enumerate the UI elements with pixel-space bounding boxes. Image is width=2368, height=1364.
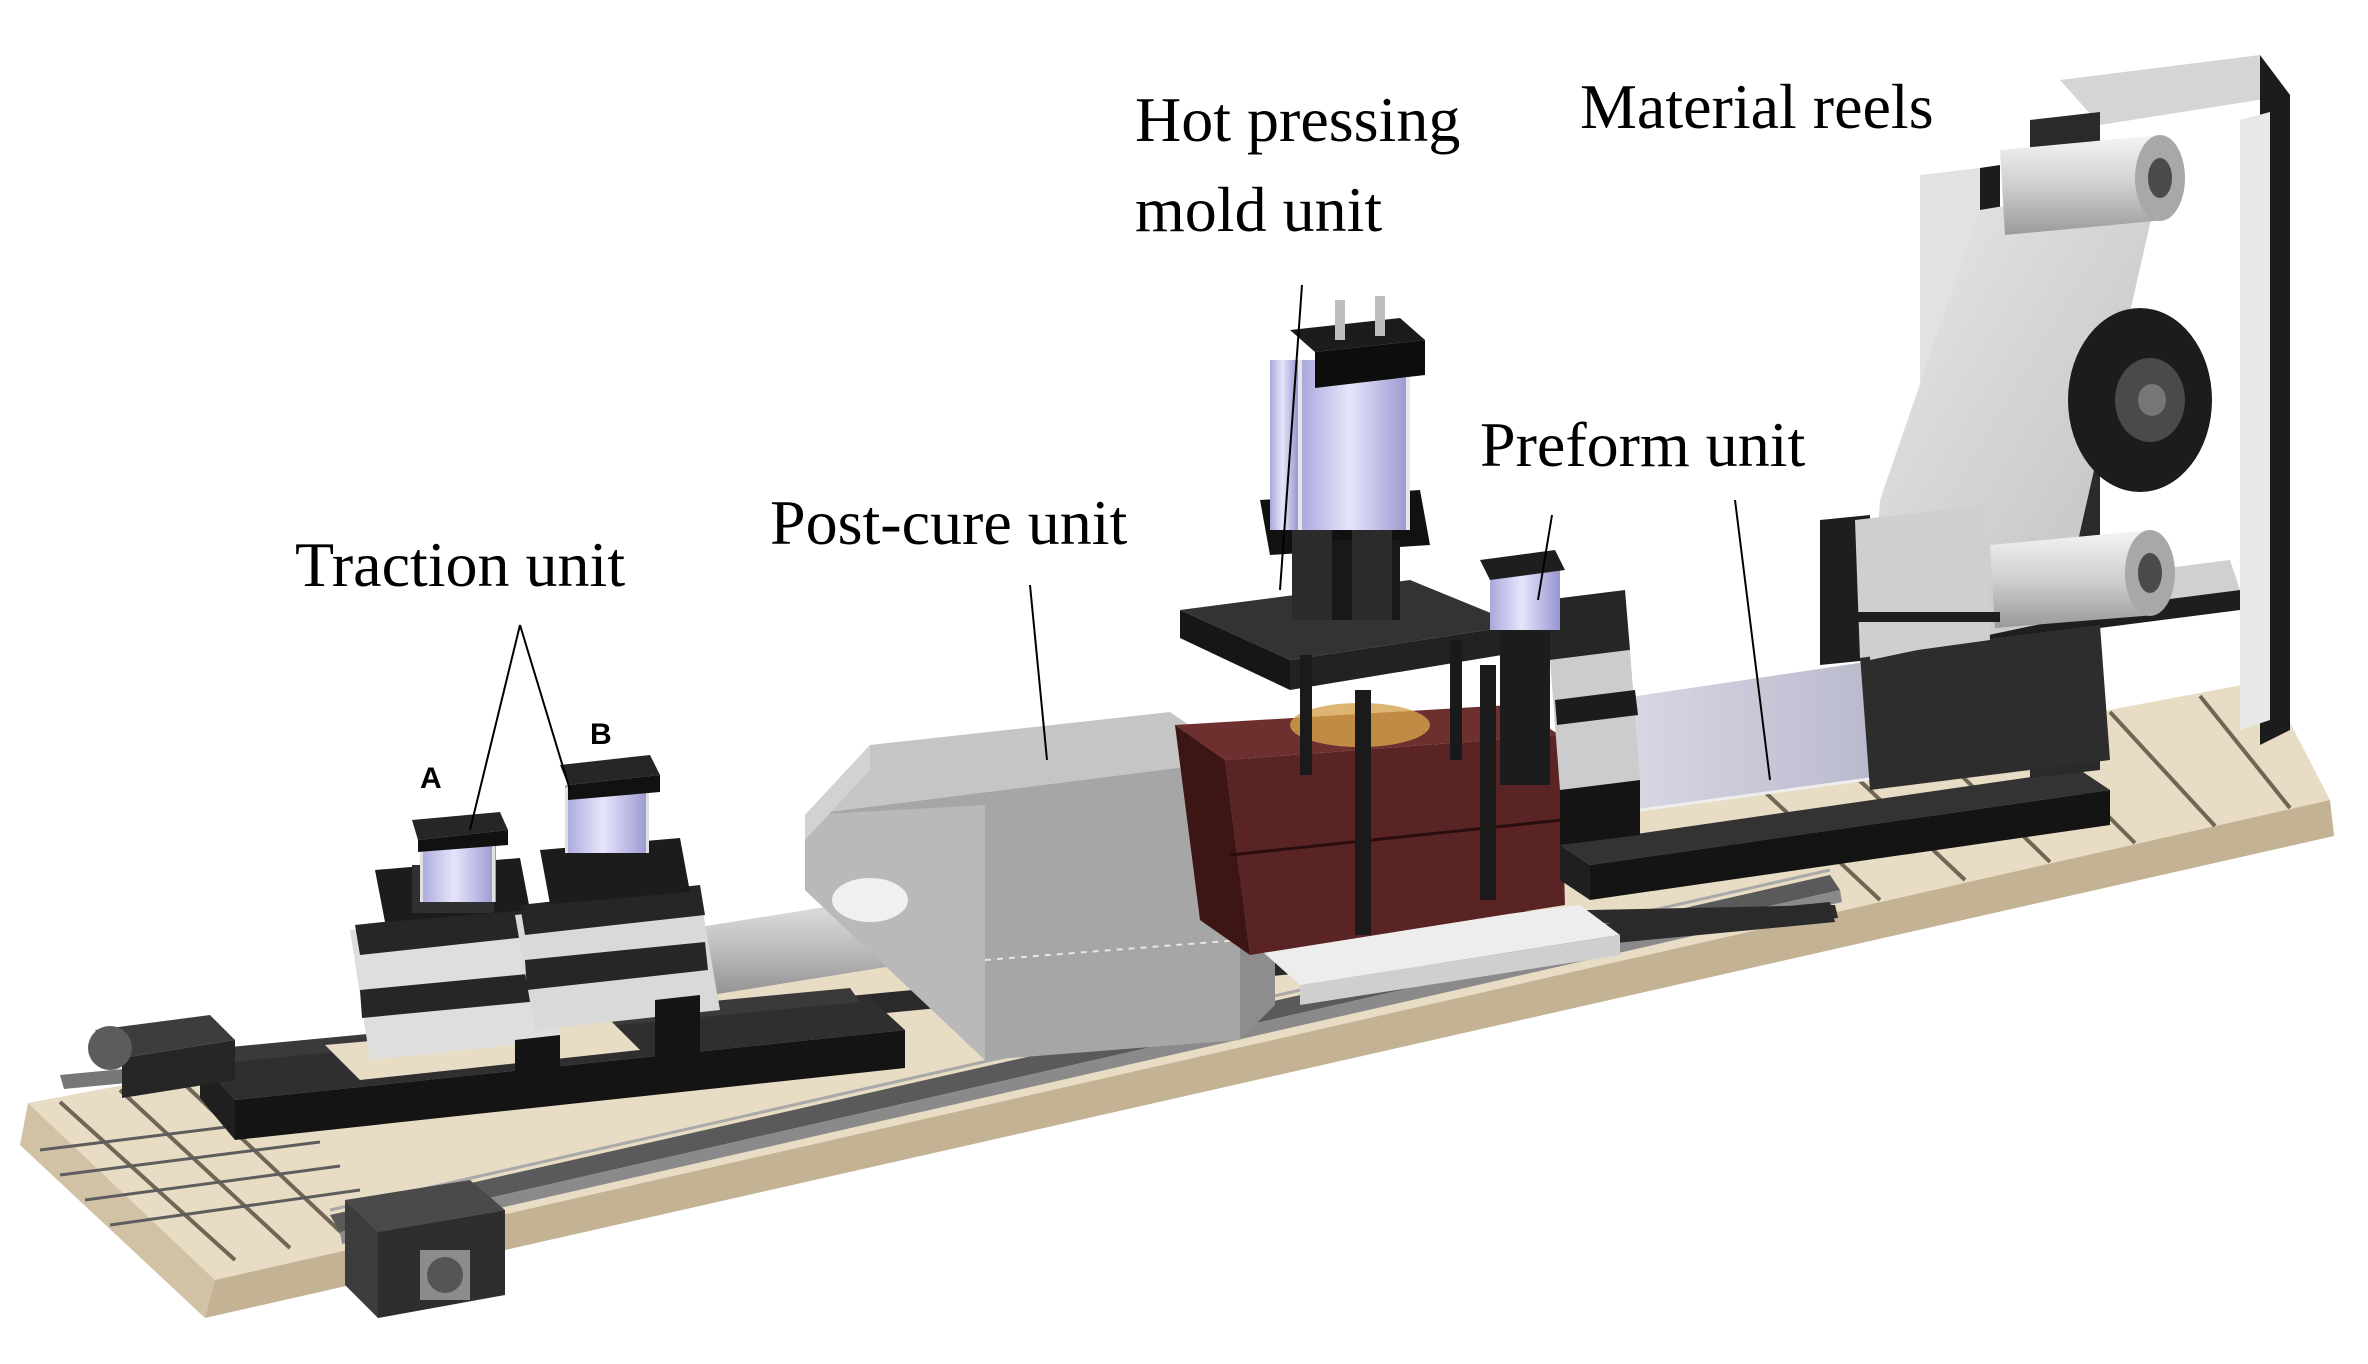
marker-b: B [590,718,612,751]
press-cylinder [1300,360,1410,530]
leader-lines [469,284,1771,831]
traction-puller-a [350,812,560,1105]
preform-base [1560,770,2110,900]
marker-a: A [420,762,442,795]
label-hot-pressing-line2: mold unit [1135,174,1383,245]
label-hot-pressing-line1: Hot pressing [1135,84,1461,155]
preform-clamp [1480,550,1640,845]
traction-motor [88,1015,235,1098]
label-traction-unit: Traction unit [295,529,626,600]
label-material-reels: Material reels [1580,71,1934,142]
hot-press-frame [1180,296,1520,935]
post-cure-oven [805,712,1275,1060]
label-preform-unit: Preform unit [1480,409,1806,480]
material-reel-bottom [1840,530,2175,628]
material-reel-top [2000,135,2185,235]
material-reel-middle [2068,308,2212,492]
label-post-cure-unit: Post-cure unit [770,487,1128,558]
stepper-motor [345,1180,505,1318]
traction-puller-b [515,755,720,1060]
